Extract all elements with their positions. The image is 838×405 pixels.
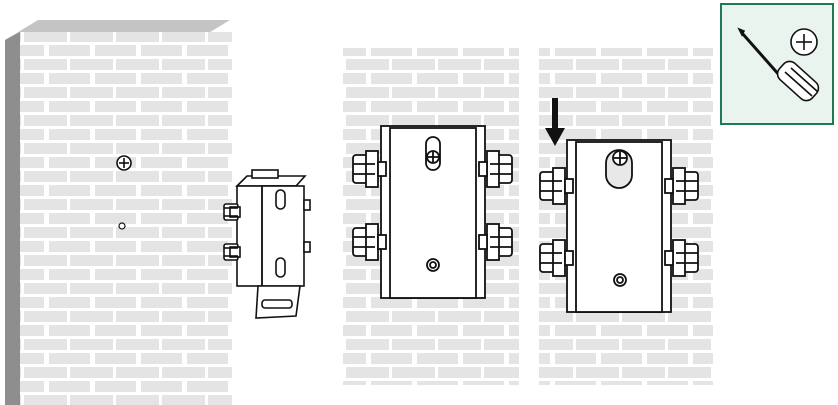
device-slot-bottom-icon xyxy=(276,258,285,277)
brick-wall-face xyxy=(20,32,232,405)
tool-box-frame xyxy=(721,4,833,124)
device-nut-bottom-icon xyxy=(224,244,240,260)
device-nut-top-icon xyxy=(224,204,240,220)
tool-box xyxy=(721,4,833,124)
wall-hole-icon xyxy=(119,223,125,229)
panel-bracket-slide-down xyxy=(539,48,713,385)
panel-bracket-mounted xyxy=(343,48,519,385)
panel-wall-with-screw xyxy=(5,20,232,405)
phillips-head-icon xyxy=(791,29,817,55)
device-top-clip xyxy=(252,170,278,178)
device-right-stud xyxy=(304,200,310,210)
device-slot-top-icon xyxy=(276,190,285,209)
wall-side-face xyxy=(5,32,20,405)
wall-screw-icon xyxy=(117,156,131,170)
panel-bracket-device xyxy=(224,170,310,318)
